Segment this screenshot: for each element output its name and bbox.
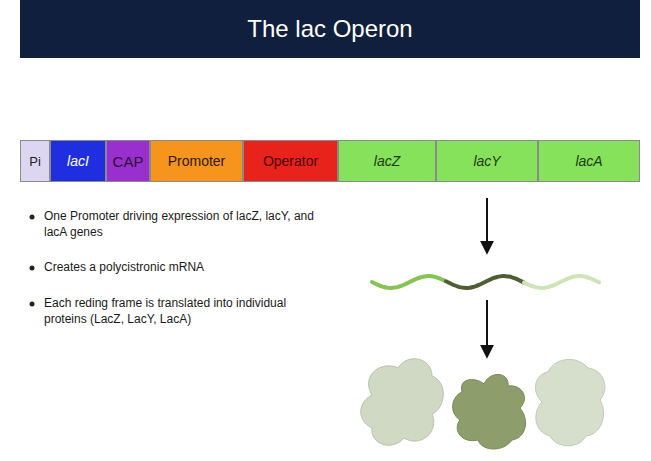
mrna-segment	[372, 276, 444, 288]
gene-segment: lacY	[436, 140, 538, 182]
gene-segment: Pi	[20, 140, 50, 182]
arrow-down	[486, 300, 488, 356]
bullet-text: One Promoter driving expression of lacZ,…	[44, 209, 324, 240]
gene-segment: CAP	[106, 140, 150, 182]
protein-lacy	[453, 374, 526, 449]
arrow-down	[486, 198, 488, 252]
bullet-dot	[30, 302, 35, 307]
gene-segment: lacI	[50, 140, 106, 182]
bullet-dot	[30, 215, 35, 220]
bullet-dot	[30, 266, 35, 271]
protein-blobs	[361, 359, 605, 449]
title-bar: The lac Operon	[20, 0, 640, 58]
protein-lacz	[361, 359, 444, 445]
bullet-dots	[30, 215, 35, 307]
gene-segment: lacZ	[338, 140, 436, 182]
mrna-strand	[372, 276, 599, 288]
bullet-text: Creates a polycistronic mRNA	[44, 260, 324, 276]
gene-segment: Operator	[243, 140, 338, 182]
gene-segment: Promoter	[150, 140, 243, 182]
segment-label: Promoter	[168, 153, 226, 169]
segment-label: lacZ	[374, 153, 400, 169]
mrna-segment	[446, 276, 524, 288]
segment-label: Operator	[263, 153, 318, 169]
protein-laca	[535, 359, 604, 445]
title: The lac Operon	[247, 15, 412, 43]
segment-label: lacA	[575, 153, 602, 169]
gene-segment: lacA	[538, 140, 640, 182]
bullet-text: Each reding frame is translated into ind…	[44, 296, 324, 327]
segment-label: lacI	[67, 153, 89, 169]
segment-label: CAP	[113, 153, 144, 170]
mrna-segment	[524, 276, 599, 288]
segment-label: Pi	[29, 154, 41, 169]
segment-label: lacY	[473, 153, 500, 169]
